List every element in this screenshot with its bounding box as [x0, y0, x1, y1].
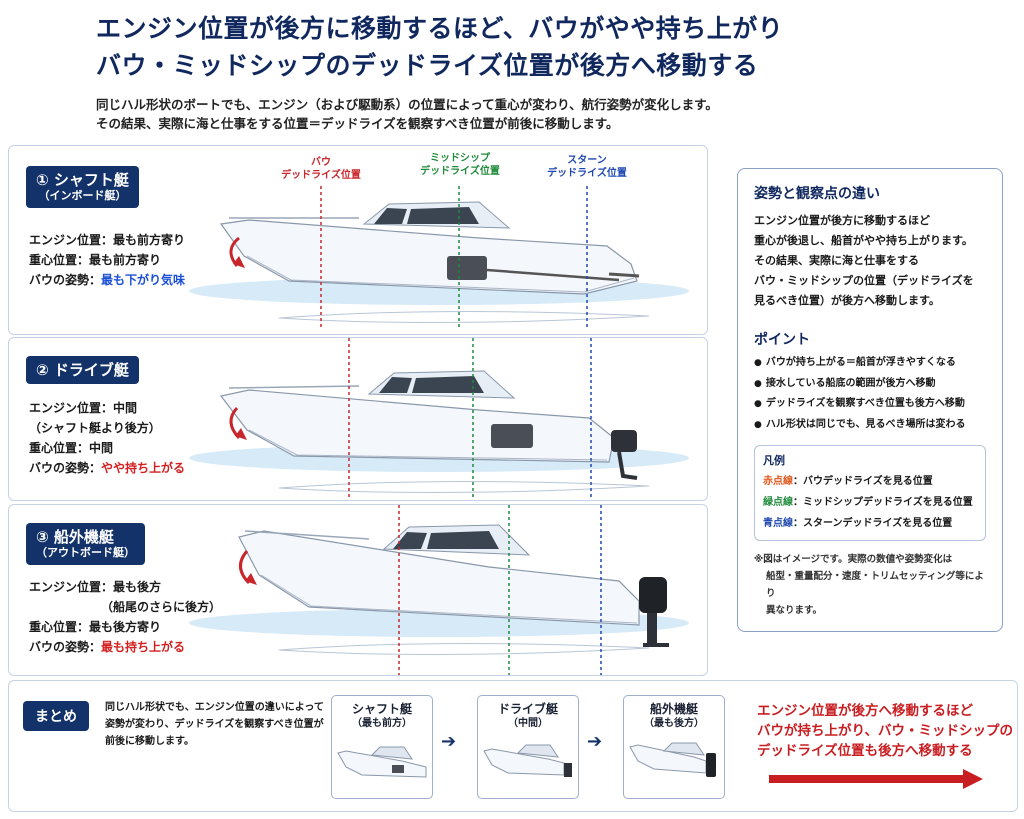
- drive-boat-scene: [189, 338, 689, 500]
- panel-outboard-boat: ③ 船外機艇 （アウトボード艇） エンジン位置：最も後方 （船尾のさらに後方） …: [8, 504, 708, 676]
- shaft-hull: [219, 219, 638, 295]
- mini-drive-boat-icon: [483, 744, 572, 777]
- conclusion-arrow-icon: [769, 769, 983, 789]
- stern-marker-label: スターン デッドライズ位置: [547, 155, 627, 179]
- mini-outboard-boat-icon: [629, 742, 716, 777]
- legend-item-stern: 青点線：スターンデッドライズを見る位置: [763, 518, 953, 529]
- shaft-boat-scene: [189, 186, 689, 328]
- legend-heading: 凡例: [763, 454, 785, 467]
- outboard-boat-scene: [189, 505, 689, 675]
- bow-marker-label: バウ デッドライズ位置: [281, 157, 361, 181]
- panel-1-badge: ① シャフト艇 （インボード艇）: [26, 166, 139, 208]
- legend-item-bow: 赤点線：バウデッドライズを見る位置: [763, 476, 933, 487]
- summary-step-drive: ドライブ艇 （中間）: [477, 695, 579, 799]
- panel-2-badge: ② ドライブ艇: [26, 356, 139, 384]
- side-text: エンジン位置が後方に移動するほど 重心が後退し、船首がやや持ち上がります。 その…: [754, 214, 974, 307]
- panel-3-specs: エンジン位置：最も後方 （船尾のさらに後方） 重心位置：最も後方寄り バウの姿勢…: [29, 580, 222, 654]
- point-item: ハル形状は同じでも、見るべき場所は変わる: [754, 415, 986, 436]
- panel-shaft-boat: バウ デッドライズ位置 ミッドシップ デッドライズ位置 スターン デッドライズ位…: [8, 145, 708, 335]
- panel-1-specs: エンジン位置：最も前方寄り 重心位置：最も前方寄り バウの姿勢：最も下がり気味: [29, 233, 186, 287]
- page-title: エンジン位置が後方に移動するほど、バウがやや持ち上がり バウ・ミッドシップのデッ…: [96, 10, 996, 84]
- points-heading: ポイント: [754, 332, 810, 348]
- shaft-engine: [447, 256, 487, 280]
- mid-marker-label: ミッドシップ デッドライズ位置: [420, 153, 500, 177]
- legend-item-mid: 緑点線：ミッドシップデッドライズを見る位置: [763, 497, 973, 508]
- intro-text: 同じハル形状のボートでも、エンジン（および駆動系）の位置によって重心が変わり、航…: [96, 95, 996, 133]
- intro-line-2: その結果、実際に海と仕事をする位置＝デッドライズを観察すべき位置が前後に移動しま…: [96, 116, 619, 131]
- points-list: バウが持ち上がる＝船首が浮きやすくなる 接水している船底の範囲が後方へ移動 デッ…: [754, 353, 986, 435]
- summary-text: 同じハル形状でも、エンジン位置の違いによって 姿勢が変わり、デッドライズを観察す…: [105, 702, 324, 747]
- panel-3-badge: ③ 船外機艇 （アウトボード艇）: [26, 523, 145, 565]
- summary-badge: まとめ: [23, 701, 89, 731]
- side-heading: 姿勢と観察点の違い: [754, 186, 880, 202]
- title-line-2: バウ・ミッドシップのデッドライズ位置が後方へ移動する: [96, 51, 759, 80]
- title-line-1: エンジン位置が後方に移動するほど、バウがやや持ち上がり: [96, 14, 784, 43]
- panel-2-specs: エンジン位置：中間 （シャフト艇より後方） 重心位置：中間 バウの姿勢：やや持ち…: [29, 401, 186, 475]
- panel-drive-boat: ② ドライブ艇 エンジン位置：中間 （シャフト艇より後方） 重心位置：中間 バウ…: [8, 337, 708, 501]
- summary-step-outboard: 船外機艇 （最も後方）: [623, 695, 725, 799]
- point-item: デッドライズを観察すべき位置も後方へ移動: [754, 394, 986, 415]
- mini-shaft-boat-icon: [337, 746, 427, 778]
- step-arrow-icon: ➔: [441, 731, 457, 752]
- drive-engine: [491, 424, 533, 448]
- summary-conclusion: エンジン位置が後方へ移動するほど バウが持ち上がり、バウ・ミッドシップの デッド…: [757, 703, 1013, 759]
- attitude-info-box: 姿勢と観察点の違い エンジン位置が後方に移動するほど 重心が後退し、船首がやや持…: [737, 168, 1003, 632]
- step-arrow-icon: ➔: [587, 731, 603, 752]
- legend-box: 凡例 赤点線：バウデッドライズを見る位置 緑点線：ミッドシップデッドライズを見る…: [754, 445, 986, 541]
- outboard-motor: [639, 577, 667, 613]
- summary-step-shaft: シャフト艇 （最も前方）: [331, 695, 433, 799]
- summary-panel: まとめ 同じハル形状でも、エンジン位置の違いによって 姿勢が変わり、デッドライズ…: [8, 680, 1018, 812]
- intro-line-1: 同じハル形状のボートでも、エンジン（および駆動系）の位置によって重心が変わり、航…: [96, 97, 718, 112]
- disclaimer-note: ※図はイメージです。実際の数値や姿勢変化は 船型・重量配分・速度・トリムセッティ…: [754, 554, 984, 616]
- sterndrive-unit: [611, 430, 637, 452]
- point-item: バウが持ち上がる＝船首が浮きやすくなる: [754, 353, 986, 374]
- point-item: 接水している船底の範囲が後方へ移動: [754, 374, 986, 395]
